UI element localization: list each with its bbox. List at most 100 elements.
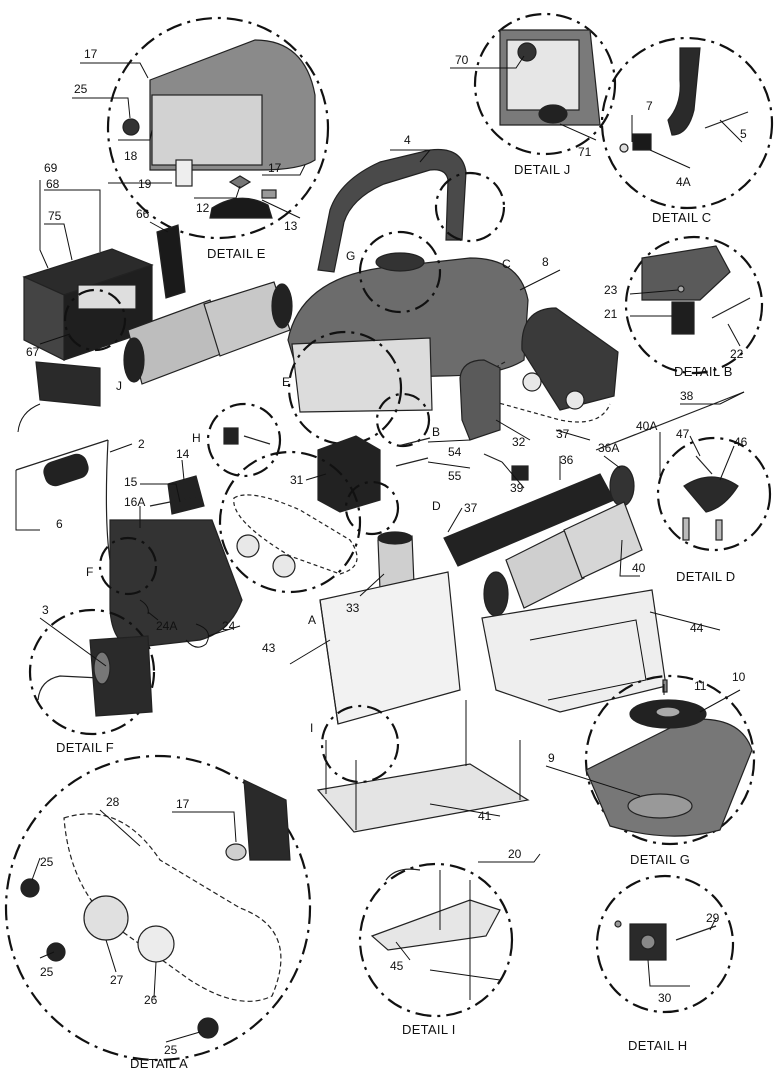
detail-g-body: [585, 718, 753, 837]
label-55: 55: [448, 469, 462, 483]
label-24a: 24A: [156, 619, 177, 633]
label-68: 68: [46, 177, 60, 191]
detail-e-black-part: [209, 197, 273, 219]
detail-d-post-2: [715, 519, 723, 541]
leader-66: [149, 221, 169, 233]
detail-i-rim: [385, 868, 421, 881]
leader-30: [647, 959, 690, 987]
leader-28: [99, 809, 141, 847]
detail-e-panel: [151, 94, 263, 166]
h-plate: [223, 427, 239, 445]
label-45: 45: [390, 959, 404, 973]
detail-f-collar-3: [93, 651, 111, 685]
leader-3: [39, 617, 107, 667]
label-29: 29: [706, 911, 720, 925]
detail-e-bolt-13: [261, 189, 277, 199]
leader-31: [305, 473, 327, 481]
label-39: 39: [510, 481, 524, 495]
body-front-panel: [291, 337, 433, 413]
caption-detail-j: DETAIL J: [514, 162, 571, 177]
part-labels: 17 25 18 19 12 17 13 DETAIL E 70 71 DETA…: [26, 47, 748, 1071]
detail-a-cap-25b: [46, 942, 66, 962]
rod-54: [397, 437, 431, 447]
label-18: 18: [124, 149, 138, 163]
detail-e-callout-circle: [287, 330, 403, 446]
remote-66: [156, 224, 186, 299]
handle-4: [317, 148, 467, 273]
strip-15: [149, 495, 201, 507]
label-17-e: 17: [268, 161, 282, 175]
detail-f-circle: [28, 608, 156, 736]
power-supply-circle: [63, 288, 127, 352]
label-5: 5: [740, 127, 747, 141]
leader-4a: [649, 149, 691, 169]
label-36a: 36A: [598, 441, 619, 455]
detail-g-ring-9: [627, 793, 693, 819]
leader-37a: [555, 429, 591, 441]
clip-24: [185, 623, 209, 648]
detail-h-screw: [614, 920, 622, 928]
label-54: 54: [448, 445, 462, 459]
detail-f-hose: [37, 675, 101, 701]
detail-a-callout-circle: [218, 450, 362, 594]
detail-c-group: [600, 36, 774, 210]
leader-39: [501, 461, 525, 489]
rod-55: [395, 457, 429, 467]
h-shaft: [243, 435, 271, 445]
detail-e-bracket-19: [175, 159, 193, 187]
label-17-a: 17: [176, 797, 190, 811]
detail-e-group: [106, 16, 330, 240]
detail-j-group: [473, 12, 617, 156]
leader-4: [390, 149, 432, 163]
detail-j-foot-71: [538, 104, 568, 124]
label-25-a2: 25: [40, 965, 54, 979]
label-14: 14: [176, 447, 190, 461]
power-supply-label: [77, 284, 137, 310]
label-22: 22: [730, 347, 744, 361]
leader-9: [545, 765, 641, 797]
label-25-a1: 25: [40, 855, 54, 869]
leader-12: [194, 185, 241, 199]
label-43: 43: [262, 641, 276, 655]
filter-tray-group: [481, 589, 667, 713]
label-2: 2: [138, 437, 145, 451]
detail-c-bushing-4a: [632, 133, 652, 151]
detail-a-wheel-27: [83, 895, 129, 941]
main-body-group: [287, 148, 529, 448]
caption-detail-b: DETAIL B: [674, 364, 733, 379]
label-36: 36: [560, 453, 574, 467]
detail-d-group: [656, 436, 772, 552]
detail-i-callout-circle: [320, 704, 400, 784]
detail-e-clip-12: [228, 175, 252, 189]
filter-tray-44: [481, 589, 667, 713]
track-belt-a-small: [233, 494, 358, 575]
left-cover-16a: [109, 519, 243, 649]
label-30: 30: [658, 991, 672, 1005]
label-21: 21: [604, 307, 618, 321]
label-37b: 37: [464, 501, 478, 515]
detail-d-callout-circle: [344, 480, 400, 536]
detail-b-plate-21: [671, 301, 695, 335]
filter-frame-posts: [325, 700, 521, 830]
leader-47: [689, 435, 701, 457]
leader-lines: [15, 55, 745, 1043]
leader-15: [140, 483, 181, 503]
pump-33-top: [377, 531, 413, 545]
label-10: 10: [732, 670, 746, 684]
label-4: 4: [404, 133, 411, 147]
leader-17-a: [172, 811, 237, 843]
letter-i: I: [310, 721, 313, 735]
side-cover-right-group: [459, 307, 619, 441]
leader-54: [427, 439, 471, 443]
label-67: 67: [26, 345, 40, 359]
letter-c: C: [502, 257, 511, 271]
power-cord: [17, 403, 41, 433]
detail-c-handle-arm: [667, 47, 701, 136]
hose-2: [105, 439, 111, 561]
side-cover-right: [521, 307, 619, 411]
detail-d-clip-47: [695, 455, 713, 475]
letter-h: H: [192, 431, 201, 445]
caption-detail-d: DETAIL D: [676, 569, 735, 584]
label-23: 23: [604, 283, 618, 297]
